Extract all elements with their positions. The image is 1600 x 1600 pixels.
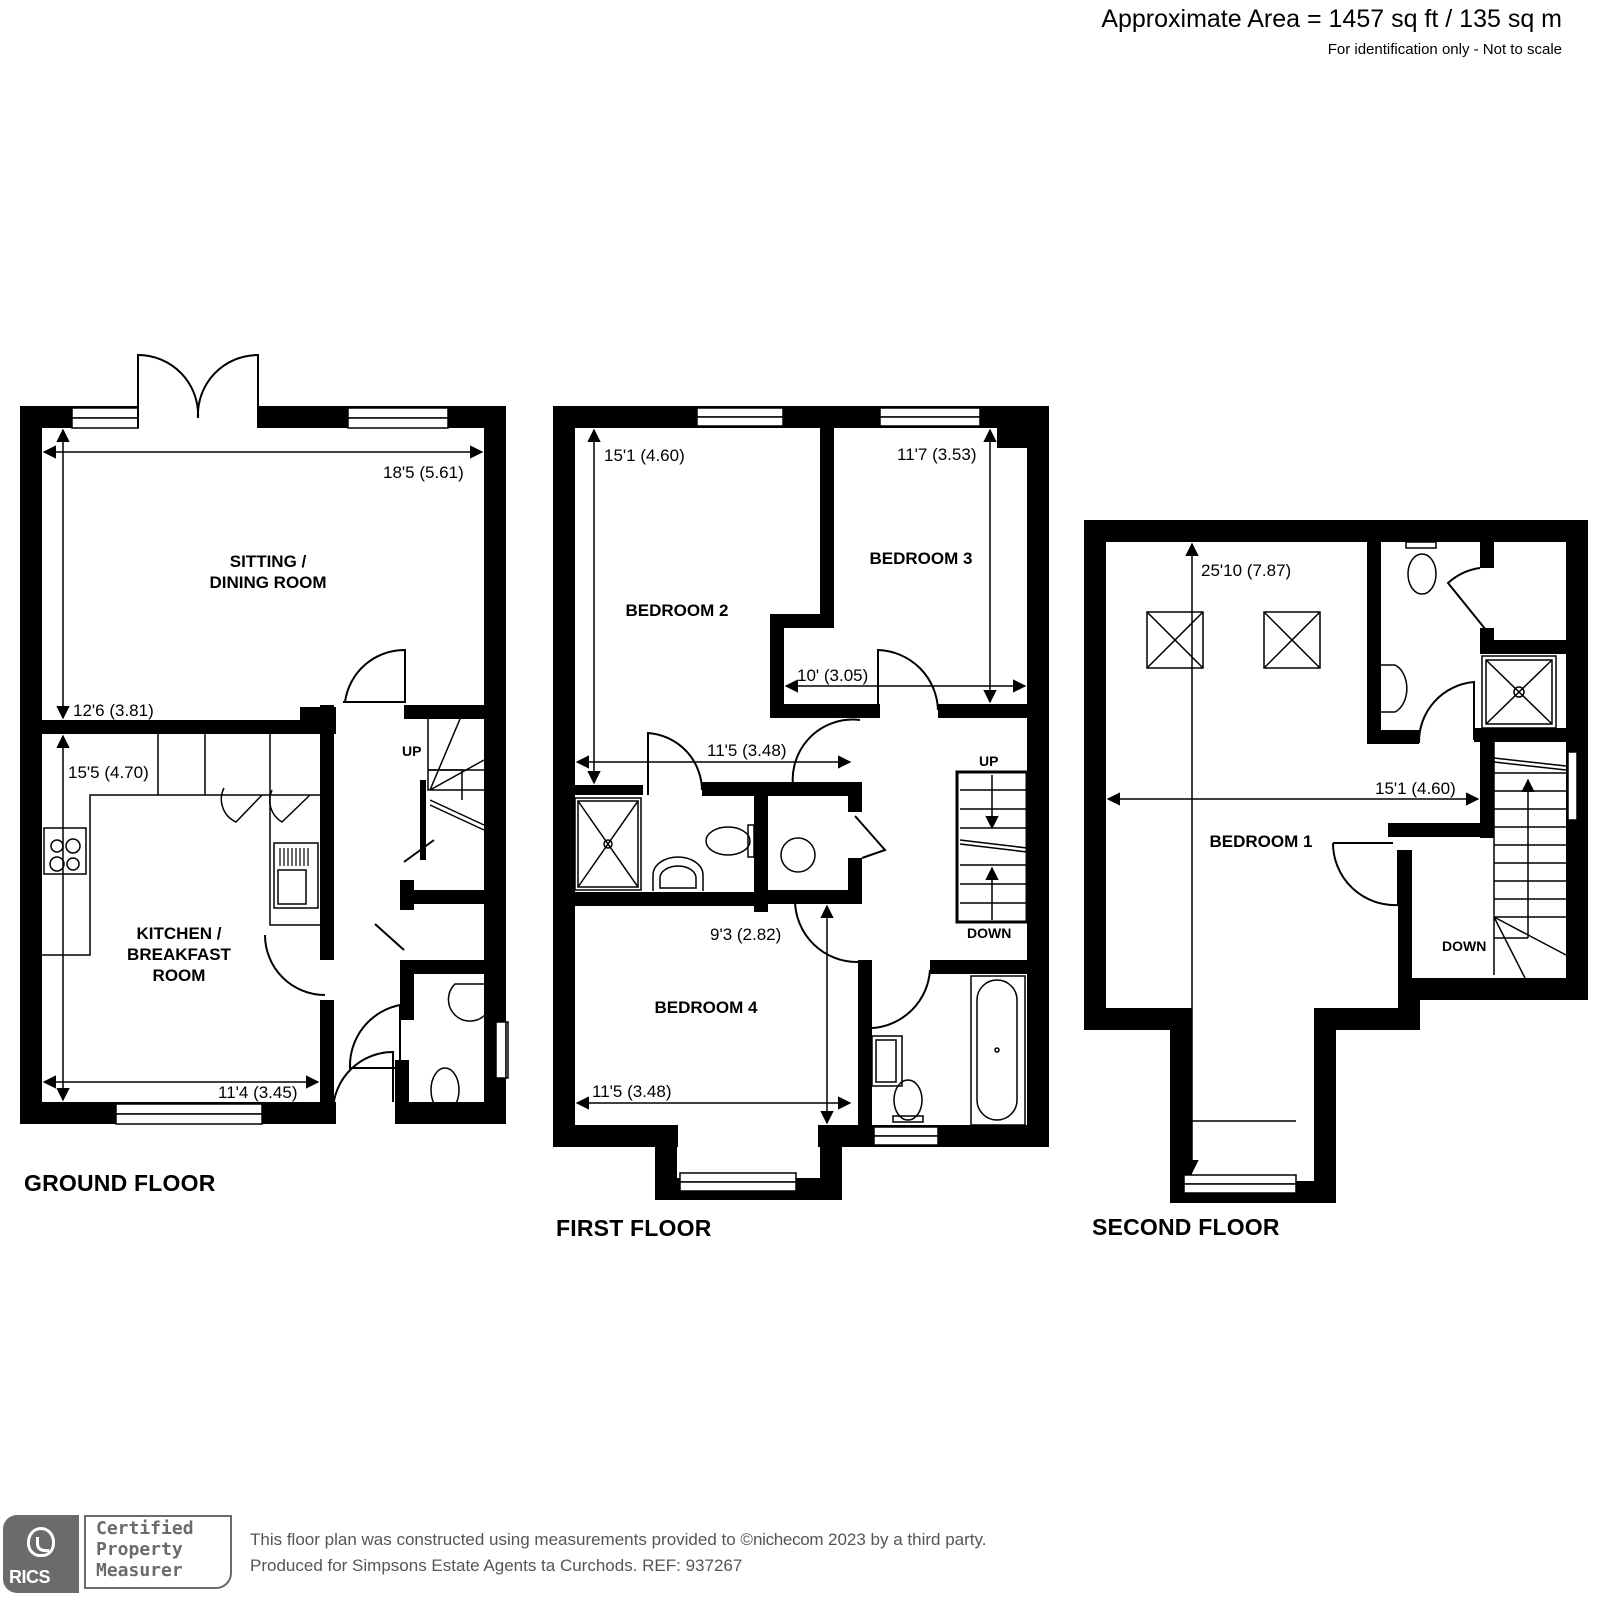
ground-floor-plan: 18'5 (5.61) 12'6 (3.81) SITTING / DINING… — [20, 353, 509, 1125]
bedroom1-label: BEDROOM 1 — [1210, 832, 1313, 851]
lion-crest-icon — [27, 1527, 55, 1557]
footer: RICS Certified Property Measurer This fl… — [0, 1515, 1100, 1595]
kitchen-label-3: ROOM — [153, 966, 206, 985]
nichecom-brand: nichecom — [752, 1530, 824, 1549]
second-stairs-down-label: DOWN — [1442, 938, 1486, 954]
kitchen-label-2: BREAKFAST — [127, 945, 232, 964]
footer-line-1-prefix: This floor plan was constructed using me… — [250, 1530, 753, 1549]
kitchen-width-dim: 11'4 (3.45) — [218, 1083, 297, 1102]
badge-line-3: Measurer — [96, 1560, 183, 1581]
ground-stairs-up-label: UP — [402, 743, 421, 759]
bedroom1-depth-dim: 25'10 (7.87) — [1201, 561, 1291, 580]
area-header: Approximate Area = 1457 sq ft / 135 sq m… — [1101, 2, 1562, 60]
sitting-width-dim: 18'5 (5.61) — [383, 463, 464, 482]
bedroom2-width-dim: 11'5 (3.48) — [707, 741, 786, 760]
footer-line-1: This floor plan was constructed using me… — [250, 1527, 986, 1553]
bedroom3-width-dim: 10' (3.05) — [797, 666, 868, 685]
footer-line-2: Produced for Simpsons Estate Agents ta C… — [250, 1556, 743, 1575]
bedroom1-width-dim: 15'1 (4.60) — [1375, 779, 1456, 798]
footer-line-1-suffix: 2023 by a third party. — [823, 1530, 987, 1549]
dining-room-label: DINING ROOM — [209, 573, 326, 592]
bedroom2-depth-dim: 15'1 (4.60) — [604, 446, 685, 465]
bedroom4-depth-dim: 9'3 (2.82) — [710, 925, 781, 944]
rics-wordmark: RICS — [9, 1567, 51, 1587]
approximate-area: Approximate Area = 1457 sq ft / 135 sq m — [1101, 5, 1562, 33]
bedroom3-label: BEDROOM 3 — [870, 549, 973, 568]
kitchen-label-1: KITCHEN / — [137, 924, 222, 943]
bedroom4-width-dim: 11'5 (3.48) — [592, 1082, 671, 1101]
bedroom3-depth-dim: 11'7 (3.53) — [897, 445, 976, 464]
kitchen-depth-dim: 15'5 (4.70) — [68, 763, 149, 782]
scale-disclaimer: For identification only - Not to scale — [1327, 41, 1562, 58]
second-floor-title: SECOND FLOOR — [1092, 1214, 1280, 1240]
first-stairs-up-label: UP — [979, 753, 998, 769]
badge-line-1: Certified — [96, 1518, 194, 1539]
sitting-depth-dim: 12'6 (3.81) — [73, 701, 154, 720]
ground-floor-title: GROUND FLOOR — [24, 1170, 216, 1196]
first-stairs-down-label: DOWN — [967, 925, 1011, 941]
sitting-room-label: SITTING / — [230, 552, 307, 571]
footer-disclaimer: This floor plan was constructed using me… — [250, 1527, 986, 1579]
second-floor-plan: 25'10 (7.87) 15'1 (4.60) BEDROOM 1 DOWN — [1084, 520, 1588, 1203]
rics-logo: RICS — [3, 1515, 79, 1593]
bedroom4-label: BEDROOM 4 — [655, 998, 759, 1017]
certified-measurer-badge: Certified Property Measurer — [84, 1515, 232, 1589]
first-floor-plan: 15'1 (4.60) 11'5 (3.48) BEDROOM 2 11'7 (… — [553, 406, 1049, 1200]
badge-line-2: Property — [96, 1539, 183, 1560]
first-floor-title: FIRST FLOOR — [556, 1215, 712, 1241]
bedroom2-label: BEDROOM 2 — [626, 601, 729, 620]
